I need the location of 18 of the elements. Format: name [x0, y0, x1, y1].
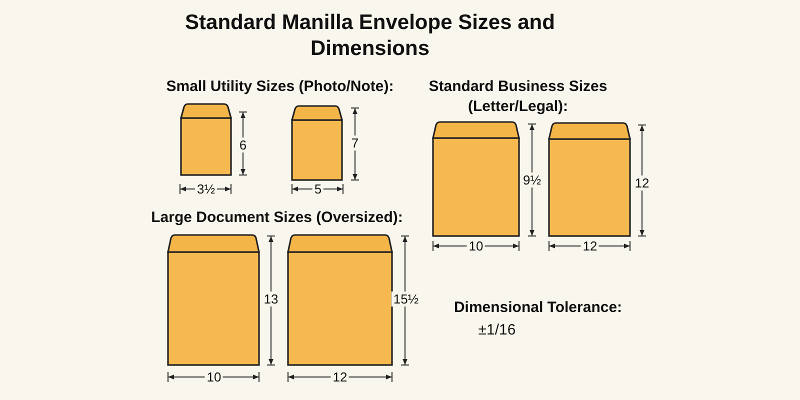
section-heading: Dimensional Tolerance:	[454, 298, 622, 318]
section-heading: Small Utility Sizes (Photo/Note):	[166, 77, 394, 97]
dimension-label: 7	[349, 136, 361, 150]
section-heading: Standard Business Sizes (Letter/Legal):	[428, 77, 608, 117]
dimension-label: 10	[466, 238, 486, 254]
dimension-label: 12	[330, 370, 350, 384]
dimension-label: 12	[632, 176, 652, 190]
dimension-label: 9½	[520, 172, 544, 188]
section-heading: Large Document Sizes (Oversized):	[151, 208, 403, 228]
dimension-label: 6	[237, 138, 249, 152]
dimension-label: 15½	[391, 292, 421, 306]
dimension-label: 13	[262, 292, 280, 306]
dimension-label: 10	[204, 370, 224, 384]
dimension-label: 3½	[194, 182, 218, 196]
tolerance-value: ±1/16	[478, 322, 516, 338]
dimension-label: 12	[580, 238, 600, 254]
dimension-label: 5	[312, 182, 324, 196]
title: Standard Manilla Envelope Sizes and Dimensions	[184, 10, 556, 62]
